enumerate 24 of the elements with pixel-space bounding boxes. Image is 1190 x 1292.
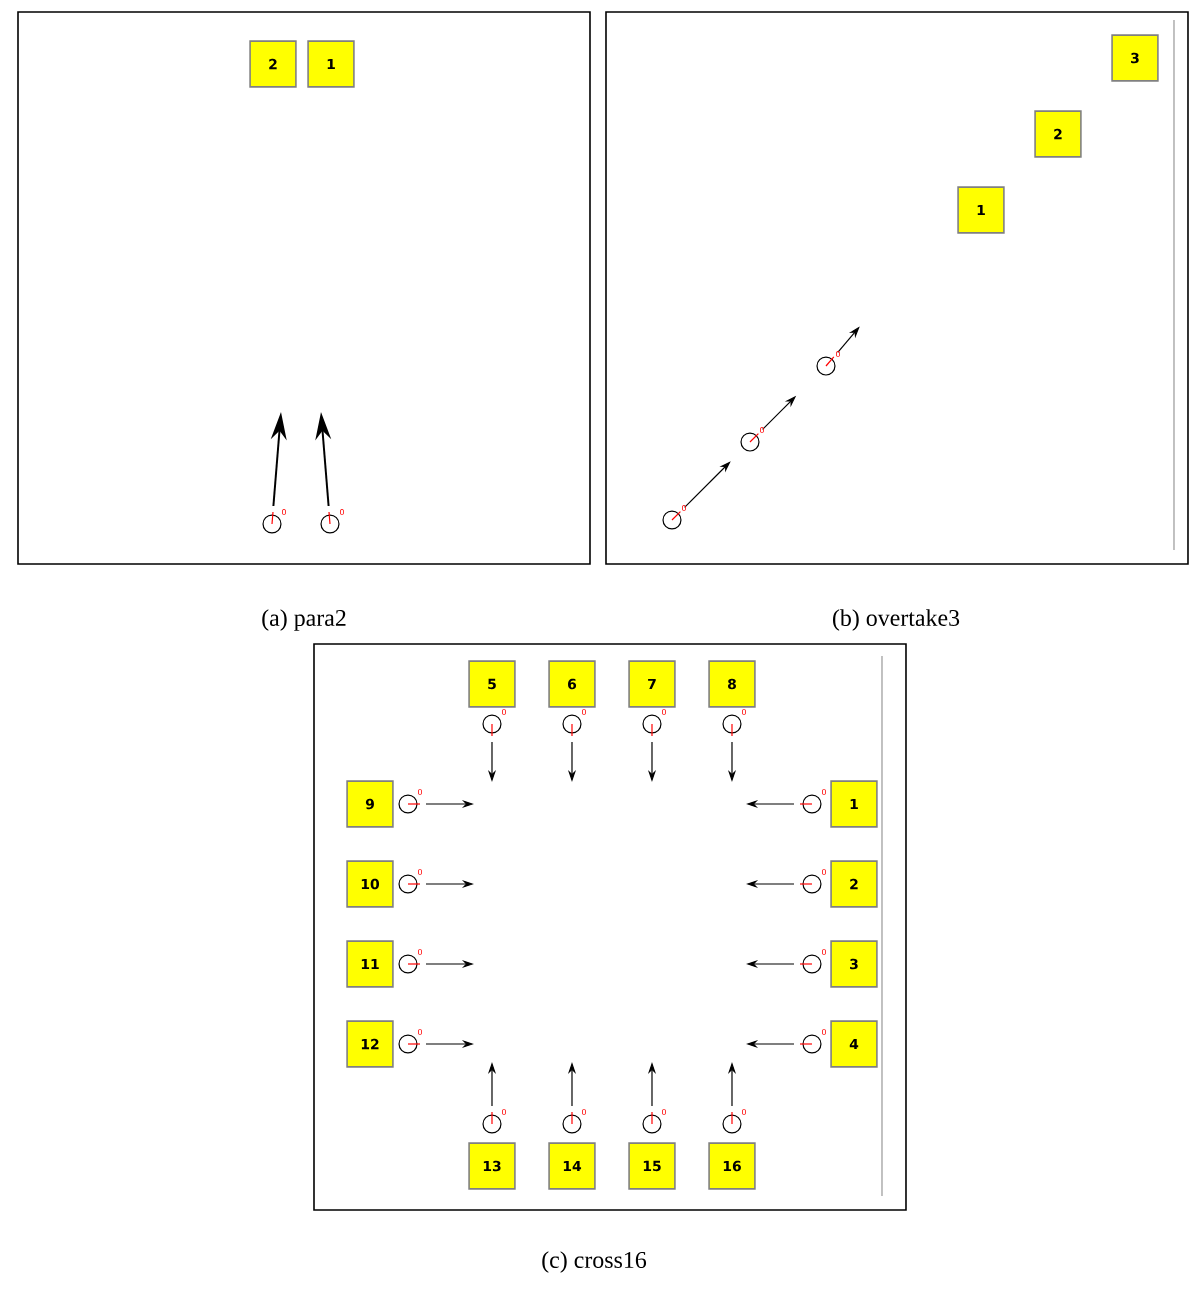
agent-circle	[262, 514, 282, 534]
agent-circle	[722, 714, 742, 734]
panel-caption: (a) para2	[262, 609, 346, 631]
agent-circle	[562, 714, 582, 734]
agent-circle	[816, 356, 836, 376]
agent-circle	[802, 954, 822, 974]
agent-circle	[398, 954, 418, 974]
agent-circle	[482, 1114, 502, 1134]
agent-circle	[802, 874, 822, 894]
agent-circle	[740, 432, 760, 452]
agent-circle	[320, 514, 340, 534]
agent-circle	[662, 510, 682, 530]
agent-circle	[802, 1034, 822, 1054]
panel-caption: (c) cross16	[542, 1251, 647, 1273]
agent-circle	[562, 1114, 582, 1134]
agent-circle	[642, 714, 662, 734]
agent-circle	[398, 1034, 418, 1054]
agent-circle	[722, 1114, 742, 1134]
agent-circle	[802, 794, 822, 814]
agent-circle	[398, 794, 418, 814]
panel-caption: (b) overtake3	[833, 609, 960, 631]
agent-circle	[398, 874, 418, 894]
agent-circle	[482, 714, 502, 734]
agent-circle	[642, 1114, 662, 1134]
